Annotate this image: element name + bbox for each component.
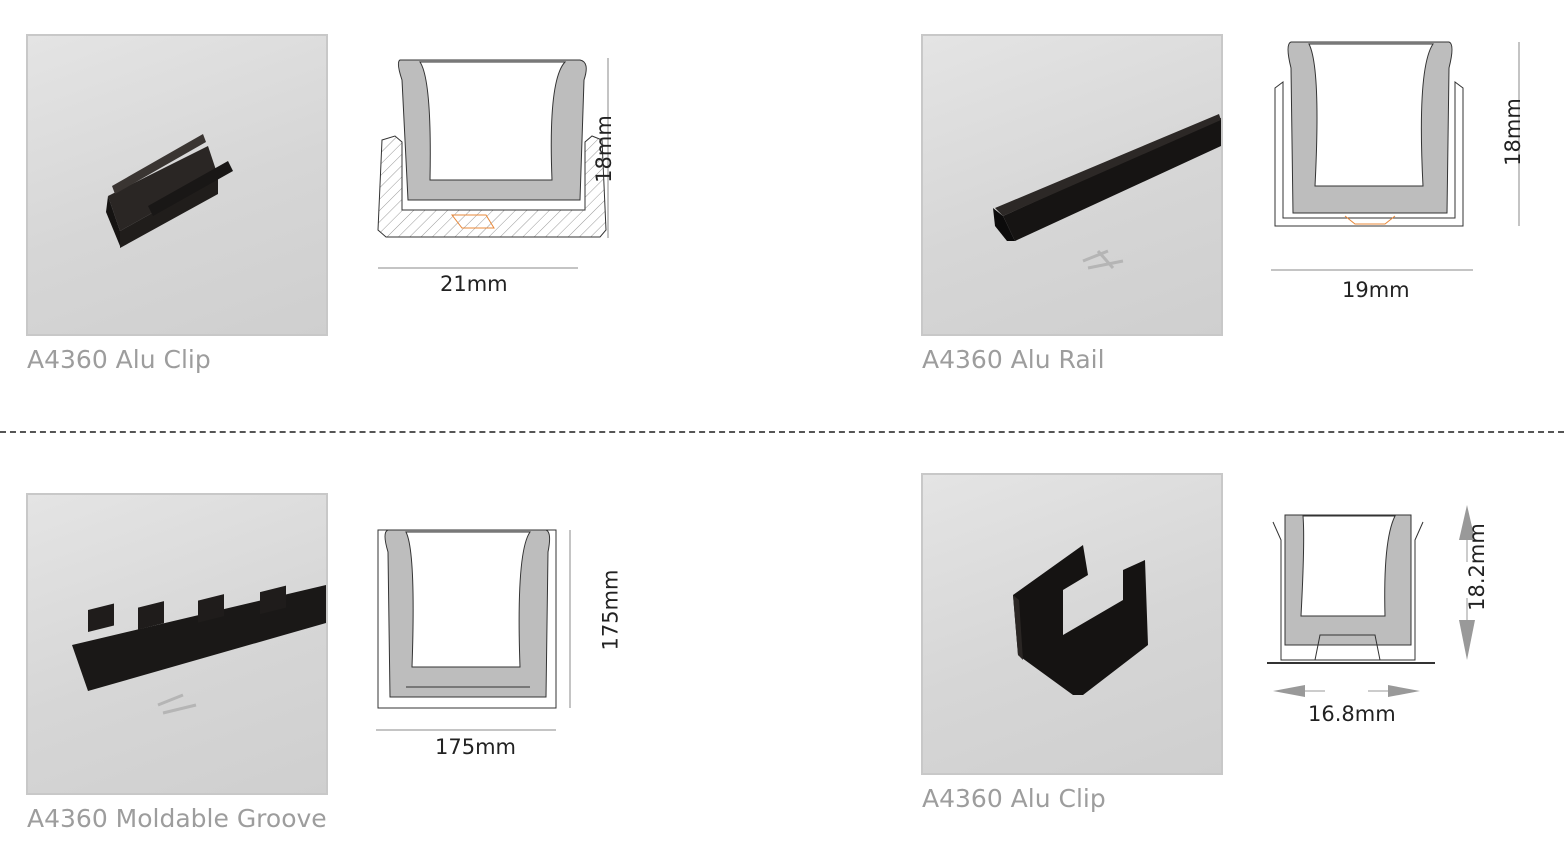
height-dimension-label: 175mm	[598, 569, 623, 651]
section-divider	[0, 431, 1564, 433]
product-photo-alu-clip	[26, 34, 328, 336]
width-dimension-label: 21mm	[440, 272, 508, 296]
product-caption: A4360 Moldable Groove	[27, 804, 327, 833]
product-caption: A4360 Alu Rail	[922, 345, 1105, 374]
product-caption: A4360 Alu Clip	[27, 345, 211, 374]
profile-diagram-alu-clip-small	[1267, 505, 1475, 697]
height-dimension-label: 18mm	[1500, 98, 1525, 166]
width-dimension-label: 175mm	[435, 735, 516, 759]
product-photo-moldable-groove	[26, 493, 328, 795]
product-photo-alu-clip-2	[921, 473, 1223, 775]
height-dimension-label: 18mm	[591, 115, 616, 183]
width-dimension-label: 16.8mm	[1308, 702, 1396, 726]
width-dimension-label: 19mm	[1342, 278, 1410, 302]
alu-clip-photo-icon	[106, 134, 233, 248]
profile-diagram-alu-clip	[377, 58, 609, 269]
height-dimension-label: 18.2mm	[1464, 523, 1489, 611]
moldable-groove-photo-icon	[72, 585, 326, 715]
alu-rail-photo-icon	[993, 114, 1221, 270]
profile-diagram-alu-rail	[1271, 41, 1520, 271]
profile-diagram-moldable-groove	[376, 529, 571, 731]
alu-clip-photo-icon	[1013, 545, 1148, 695]
product-photo-alu-rail	[921, 34, 1223, 336]
product-caption: A4360 Alu Clip	[922, 784, 1106, 813]
